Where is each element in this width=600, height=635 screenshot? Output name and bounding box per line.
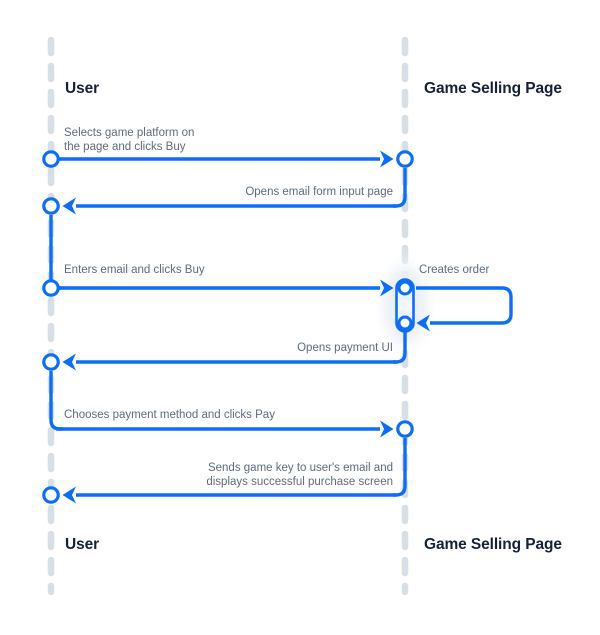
endpoint-circle bbox=[396, 150, 414, 168]
connector-4-5 bbox=[393, 332, 407, 364]
endpoint-circle bbox=[42, 150, 60, 168]
endpoint-circle bbox=[42, 279, 60, 297]
endpoint-circle bbox=[42, 486, 60, 504]
arrowhead-left bbox=[62, 353, 76, 371]
connector-1-2 bbox=[393, 168, 407, 208]
connector-6-7 bbox=[393, 438, 407, 497]
message-6-arrow bbox=[56, 420, 394, 438]
message-5-arrow bbox=[62, 353, 396, 371]
endpoint-circle bbox=[42, 353, 60, 371]
endpoint-circle bbox=[397, 315, 413, 331]
endpoint-circle bbox=[397, 280, 413, 296]
arrowhead-left bbox=[416, 314, 430, 332]
endpoint-circle bbox=[42, 197, 60, 215]
arrowhead-right bbox=[380, 150, 394, 168]
message-7-arrow bbox=[62, 486, 396, 504]
message-3-arrow bbox=[56, 279, 394, 297]
endpoint-circle bbox=[396, 420, 414, 438]
arrowhead-right bbox=[380, 420, 394, 438]
arrowhead-right bbox=[380, 279, 394, 297]
endpoint-circles bbox=[42, 150, 414, 504]
message-4-self-loop bbox=[395, 278, 513, 333]
message-1-arrow bbox=[56, 150, 394, 168]
message-2-arrow bbox=[62, 197, 396, 215]
arrowhead-left bbox=[62, 197, 76, 215]
arrowhead-left bbox=[62, 486, 76, 504]
